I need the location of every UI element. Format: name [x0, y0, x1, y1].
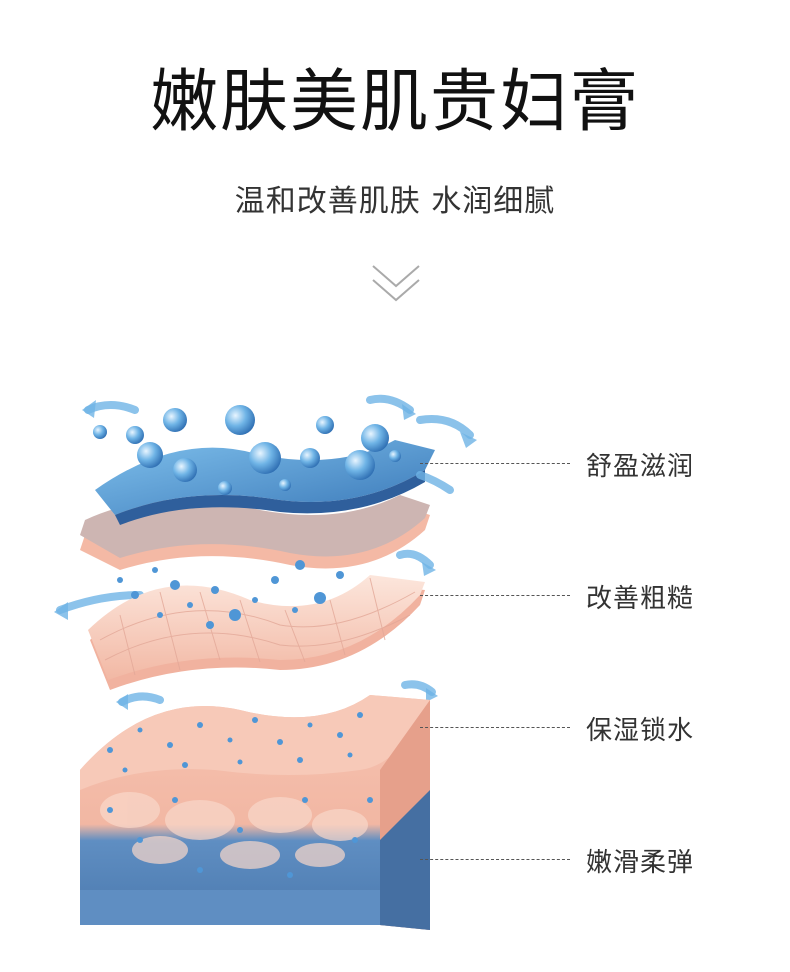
callout-line-2: [420, 595, 570, 596]
page-title: 嫩肤美肌贵妇膏: [149, 63, 640, 142]
skin-grid-layer: [88, 575, 425, 690]
skin-layers-illustration: [54, 394, 477, 930]
callout-label-3: 保湿锁水: [586, 716, 695, 746]
callout-line-4: [420, 859, 570, 860]
water-droplet-icon: [117, 560, 344, 629]
water-droplet-icon: [107, 712, 373, 878]
callout-label-1: 舒盈滋润: [586, 452, 695, 482]
flow-arrowhead-icon: [54, 400, 477, 710]
skin-block-layer: [80, 695, 430, 930]
callout-line-3: [420, 727, 570, 728]
page-subtitle: 温和改善肌肤 水润细腻: [234, 184, 556, 219]
callout-label-2: 改善粗糙: [586, 584, 695, 614]
callout-label-4: 嫩滑柔弹: [586, 848, 695, 878]
water-layer: [80, 440, 435, 570]
callout-line-1: [420, 463, 570, 464]
chevron-down-icon: [372, 265, 420, 302]
water-bubble-icon: [93, 405, 401, 495]
